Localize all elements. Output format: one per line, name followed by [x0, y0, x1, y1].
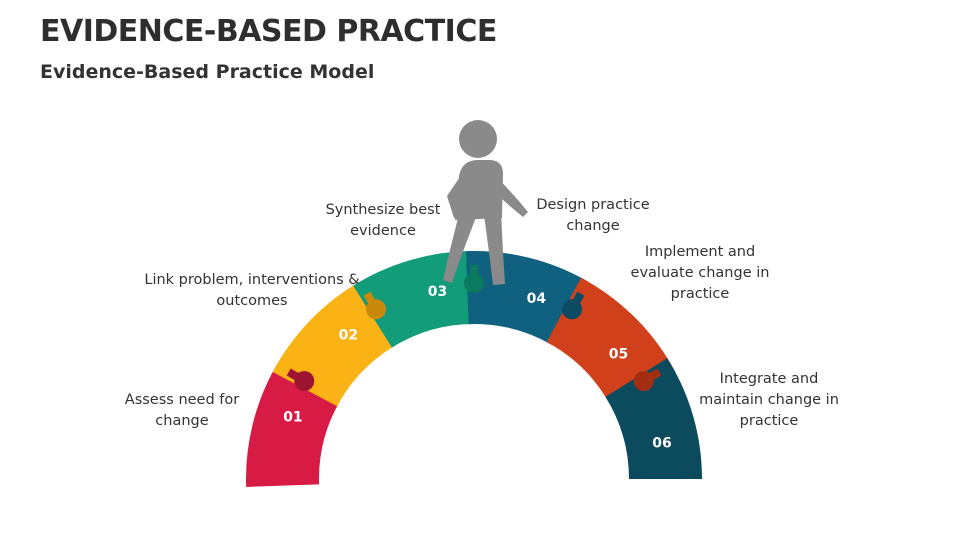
puzzle-knob-02	[363, 291, 386, 320]
arch-segment-01	[245, 365, 340, 487]
step-label-04: Design practice change	[536, 195, 649, 237]
arch-segment-03	[353, 251, 474, 348]
page-title: EVIDENCE-BASED PRACTICE	[40, 14, 497, 49]
step-label-02: Link problem, interventions & outcomes	[144, 270, 359, 312]
page-subtitle: Evidence-Based Practice Model	[40, 61, 375, 83]
step-number-05: 05	[609, 346, 628, 362]
step-number-03: 03	[428, 284, 447, 300]
step-label-line: Synthesize best	[325, 202, 441, 218]
step-label-line: Integrate and	[719, 371, 819, 387]
step-label-06: Integrate and maintain change in practice	[699, 369, 839, 432]
step-number-02: 02	[339, 327, 358, 343]
step-label-line: change	[566, 218, 620, 234]
step-label-line: practice	[739, 413, 799, 429]
walking-person-icon	[443, 120, 528, 285]
step-label-line: Implement and	[644, 244, 756, 260]
puzzle-knob-03	[464, 265, 484, 293]
step-label-line: Assess need for	[124, 392, 240, 408]
puzzle-knob-04	[562, 291, 585, 320]
step-label-line: evidence	[350, 223, 416, 239]
puzzle-knob-05	[633, 368, 662, 391]
step-number-01: 01	[283, 410, 302, 426]
step-label-line: change	[155, 413, 209, 429]
step-label-line: maintain change in	[699, 392, 839, 408]
step-number-04: 04	[527, 291, 547, 307]
step-label-line: Design practice	[536, 197, 650, 213]
arch-segment-06	[605, 358, 702, 479]
step-label-line: Link problem, interventions &	[144, 272, 360, 288]
step-label-line: evaluate change in	[630, 265, 770, 281]
step-label-line: practice	[670, 286, 730, 302]
step-label-line: outcomes	[216, 293, 288, 309]
puzzle-knob-01	[286, 368, 315, 391]
step-label-01: Assess need for change	[125, 390, 239, 432]
step-label-05: Implement and evaluate change in practice	[631, 242, 770, 305]
step-number-06: 06	[652, 435, 671, 451]
step-label-03: Synthesize best evidence	[326, 200, 441, 242]
